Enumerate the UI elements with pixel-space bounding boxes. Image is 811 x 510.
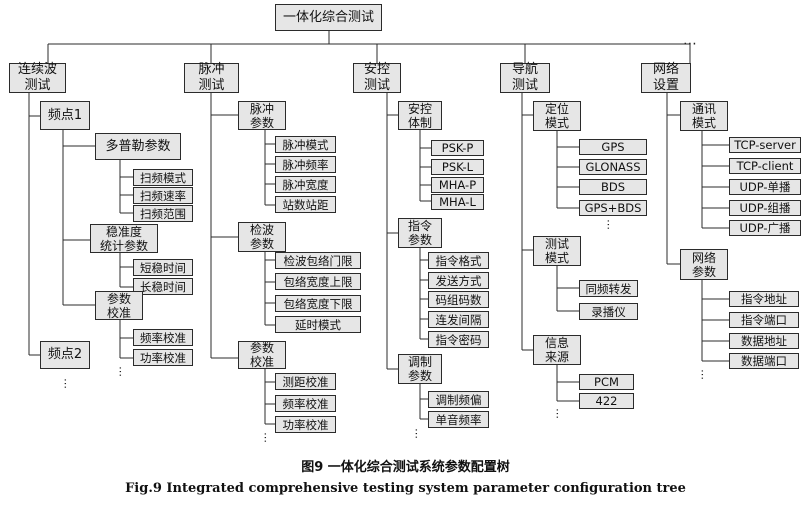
nav-info-item: PCM: [579, 374, 634, 390]
nav-test-item: 同频转发: [579, 280, 638, 297]
nav-position-node: 定位 模式: [533, 101, 581, 131]
cw-calib-item: 频率校准: [133, 329, 193, 346]
control-system-item: PSK-P: [431, 140, 484, 156]
cw-calib-node: 参数 校准: [95, 291, 143, 320]
category-cw-test: 连续波 测试: [9, 62, 66, 93]
nav-position-ellipsis: ⋯: [602, 219, 615, 230]
pulse-calib-item: 测距校准: [275, 373, 336, 390]
nav-test-node: 测试 模式: [533, 236, 581, 266]
cw-doppler-item: 扫频范围: [133, 205, 193, 222]
net-comm-item: UDP-广播: [729, 220, 801, 236]
pulse-params-item: 脉冲宽度: [275, 176, 336, 193]
net-comm-item: TCP-client: [729, 158, 801, 174]
control-command-item: 指令密码: [428, 331, 489, 348]
control-modulation-item: 单音频率: [428, 411, 489, 428]
figure-caption-chinese: 图9 一体化综合测试系统参数配置树: [301, 460, 510, 475]
nav-test-item: 录播仪: [579, 303, 638, 320]
net-params-item: 指令端口: [729, 312, 799, 328]
control-modulation-node: 调制 参数: [398, 354, 442, 384]
net-params-item: 数据端口: [729, 353, 799, 369]
cw-stability-node: 稳准度 统计参数: [90, 224, 158, 253]
control-command-node: 指令 参数: [398, 218, 442, 248]
cw-calib-ellipsis: ⋯: [114, 366, 127, 377]
control-system-item: MHA-L: [431, 194, 484, 210]
category-nav-test: 导航 测试: [500, 62, 550, 93]
category-control-test: 安控 测试: [353, 62, 401, 93]
pulse-detect-item: 包络宽度下限: [275, 295, 361, 312]
category-net-settings: 网络 设置: [641, 62, 691, 93]
net-params-item: 指令地址: [729, 291, 799, 307]
net-params-item: 数据地址: [729, 333, 799, 349]
pulse-params-item: 脉冲模式: [275, 136, 336, 153]
pulse-calib-node: 参数 校准: [238, 341, 286, 369]
cw-stability-item: 长稳时间: [133, 278, 193, 295]
control-system-node: 安控 体制: [398, 101, 442, 130]
pulse-params-item: 站数站距: [275, 196, 336, 213]
pulse-detect-item: 包络宽度上限: [275, 273, 361, 290]
control-modulation-item: 调制频偏: [428, 391, 489, 408]
cw-freq-ellipsis: ⋯: [59, 378, 72, 389]
cw-doppler-item: 扫频模式: [133, 169, 193, 186]
control-command-item: 连发间隔: [428, 311, 489, 328]
control-ellipsis: ⋯: [410, 428, 423, 439]
control-system-item: PSK-L: [431, 159, 484, 175]
pulse-calib-item: 频率校准: [275, 395, 336, 412]
pulse-calib-ellipsis: ⋯: [259, 432, 272, 443]
net-comm-item: UDP-组播: [729, 200, 801, 216]
nav-position-item: BDS: [579, 179, 647, 195]
nav-info-node: 信息 来源: [533, 335, 581, 365]
control-system-item: MHA-P: [431, 177, 484, 193]
net-ellipsis: ⋯: [696, 369, 709, 380]
nav-info-item: 422: [579, 393, 634, 409]
cw-doppler-node: 多普勒参数: [95, 133, 181, 160]
cw-stability-item: 短稳时间: [133, 259, 193, 276]
pulse-detect-node: 检波 参数: [238, 222, 286, 252]
control-command-item: 指令格式: [428, 252, 489, 269]
cw-doppler-item: 扫频速率: [133, 187, 193, 204]
nav-position-item: GLONASS: [579, 159, 647, 175]
net-comm-node: 通讯 模式: [680, 101, 728, 131]
net-comm-item: TCP-server: [729, 137, 801, 153]
cw-freq2-node: 频点2: [40, 341, 90, 369]
net-comm-item: UDP-单播: [729, 179, 801, 195]
figure-caption-english: Fig.9 Integrated comprehensive testing s…: [125, 481, 686, 496]
pulse-params-node: 脉冲 参数: [238, 101, 286, 130]
nav-ellipsis: ⋯: [551, 408, 564, 419]
cw-calib-item: 功率校准: [133, 349, 193, 366]
control-command-item: 发送方式: [428, 272, 489, 289]
cw-freq1-node: 频点1: [40, 101, 90, 130]
more-categories-ellipsis: ⋯: [683, 36, 697, 52]
control-command-item: 码组码数: [428, 291, 489, 308]
pulse-params-item: 脉冲频率: [275, 156, 336, 173]
nav-position-item: GPS+BDS: [579, 200, 647, 216]
category-pulse-test: 脉冲 测试: [184, 62, 239, 93]
pulse-detect-item: 延时模式: [275, 316, 361, 333]
pulse-calib-item: 功率校准: [275, 416, 336, 433]
nav-position-item: GPS: [579, 139, 647, 155]
root-node: 一体化综合测试: [275, 4, 382, 31]
pulse-detect-item: 检波包络门限: [275, 252, 361, 269]
net-params-node: 网络 参数: [680, 249, 728, 280]
